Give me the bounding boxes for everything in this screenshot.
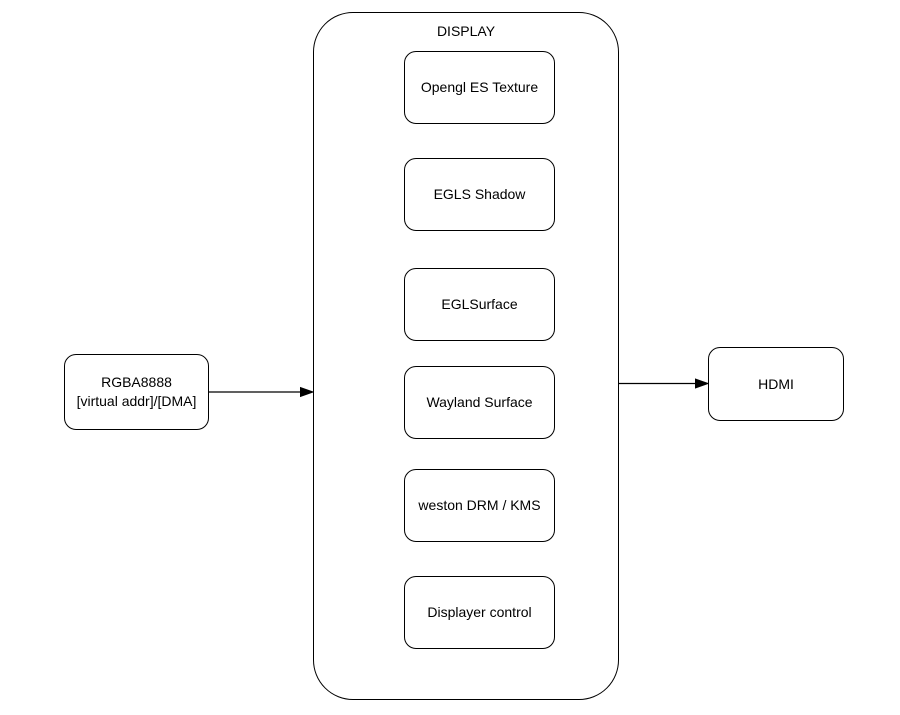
node-label: Displayer control — [427, 604, 532, 620]
node-label: Opengl ES Texture — [420, 79, 539, 95]
node-weston-drm-kms: weston DRM / KMS — [404, 469, 555, 542]
node-label: EGLS Shadow — [433, 186, 526, 202]
node-label: EGLSurface — [441, 296, 518, 312]
node-rgba8888-line1: RGBA8888 — [101, 374, 172, 390]
display-group: DISPLAY Opengl ES Texture EGLS Shadow EG… — [313, 12, 619, 700]
node-displayer-control: Displayer control — [404, 576, 555, 649]
node-label: HDMI — [758, 375, 794, 392]
node-eglsurface: EGLSurface — [404, 268, 555, 341]
node-rgba8888: RGBA8888 [virtual addr]/[DMA] — [64, 354, 209, 430]
node-wayland-surface: Wayland Surface — [404, 366, 555, 439]
display-group-title: DISPLAY — [436, 23, 496, 39]
node-opengl-es-texture: Opengl ES Texture — [404, 51, 555, 124]
arrow-display-to-hdmi — [619, 378, 710, 389]
node-label: Wayland Surface — [426, 394, 533, 410]
arrow-input-to-display — [209, 386, 315, 398]
node-egls-shadow: EGLS Shadow — [404, 158, 555, 231]
node-rgba8888-line2: [virtual addr]/[DMA] — [76, 393, 197, 409]
node-hdmi: HDMI — [708, 347, 844, 421]
node-label: weston DRM / KMS — [418, 497, 541, 513]
